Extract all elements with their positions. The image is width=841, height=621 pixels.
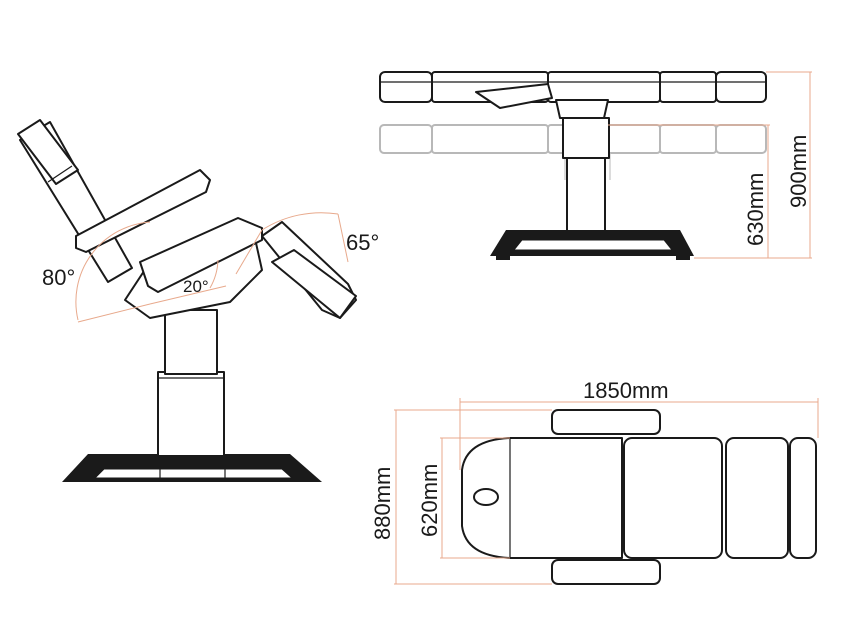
min-height-label: 630mm [743,173,768,246]
length-label: 1850mm [583,378,669,403]
width-arms-label: 880mm [370,467,395,540]
side-column-upper [164,309,218,375]
ghost-segment [431,124,549,154]
front-base-foot [496,256,510,260]
legrest-angle-label: 65° [346,230,379,255]
side-base-slot [93,468,294,479]
top-back-section [461,437,623,559]
front-leg-segment [659,71,717,103]
legrest-angle-leg [337,213,349,263]
backrest-angle-leg [77,303,151,323]
top-seat-section [623,437,723,559]
seat-angle-arc [209,259,219,289]
front-base-foot [676,256,690,260]
side-headrest [17,119,79,185]
ghost-segment [659,124,717,154]
front-foot-segment [715,71,767,103]
top-leg-section [725,437,789,559]
front-seat-segment [547,71,661,103]
side-view: 80° 20° 65° [17,119,379,482]
top-armrest-lower [551,559,661,585]
side-backrest-seam [47,165,73,183]
ghost-segment [379,124,433,154]
top-face-hole [473,488,499,506]
legrest-angle-arc [261,212,339,231]
top-armrest-upper [551,409,661,435]
seat-angle-ref [149,285,227,305]
front-column-upper [562,117,610,159]
top-view: 1850mm 880mm 620mm [370,378,819,585]
side-legrest-lower [271,249,357,319]
seat-angle-label: 20° [183,277,209,296]
ghost-segment [715,124,767,154]
side-armrest [75,169,211,253]
front-headrest-segment [379,71,433,103]
front-seat-bracket [555,99,609,119]
backrest-angle-label: 80° [42,265,75,290]
side-seat-cushion [139,217,263,293]
front-armrest [475,83,553,109]
width-label: 620mm [417,464,442,537]
max-height-label: 900mm [786,135,811,208]
front-view: 630mm 900mm [379,71,812,260]
front-base-slot [512,239,674,251]
backrest-angle-arc [75,221,151,321]
side-column-lower [157,371,225,457]
legrest-angle-leg [235,229,263,275]
top-foot-section [789,437,817,559]
front-column-lower [566,157,606,233]
